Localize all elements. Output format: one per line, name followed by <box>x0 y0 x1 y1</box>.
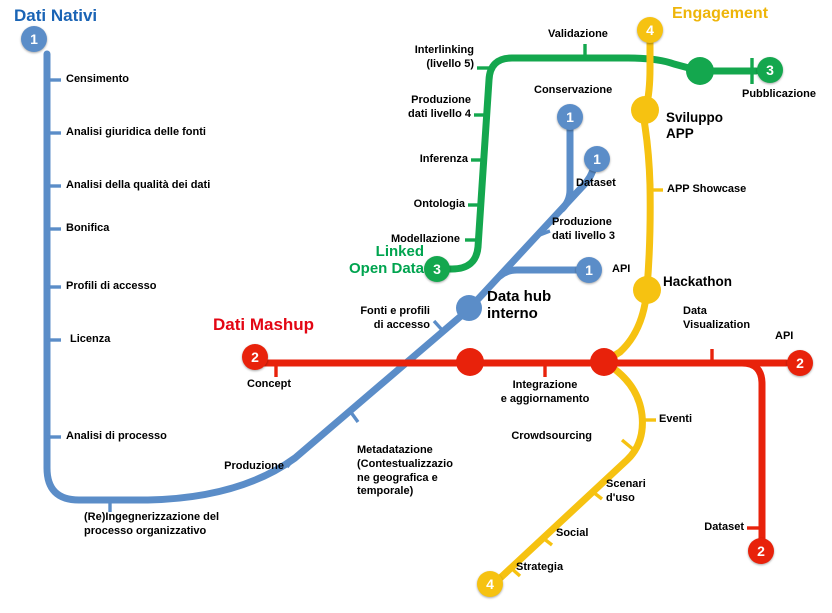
station-label-strategia: Strategia <box>516 561 564 573</box>
badge-dati-nativi-start: 1 <box>21 26 47 52</box>
station-label-analisi-di-processo: Analisi di processo <box>66 430 167 442</box>
node-mashup-engagement <box>590 348 618 376</box>
station-label-bonifica: Bonifica <box>66 222 110 234</box>
station-label-produzione-livello-4: Produzione dati livello 4 <box>408 94 471 120</box>
station-label-reingegnerizzazione: (Re)Ingegnerizzazione del processo organ… <box>84 511 220 537</box>
station-label-analisi-giuridica: Analisi giuridica delle fonti <box>66 126 206 138</box>
station-label-produzione: Produzione <box>224 460 284 472</box>
station-label-sviluppo-app: Sviluppo APP <box>666 110 723 141</box>
station-label-dataset-red: Dataset <box>704 521 744 533</box>
station-label-inferenza: Inferenza <box>419 153 468 165</box>
station-label-integrazione: Integrazione e aggiornamento <box>500 379 590 405</box>
station-label-analisi-qualita: Analisi della qualità dei dati <box>66 179 211 191</box>
badge-api-blue-terminus: 1 <box>576 257 602 283</box>
station-label-data-hub-interno: Data hub interno <box>487 288 552 322</box>
station-label-hackathon: Hackathon <box>663 274 733 289</box>
station-label-crowdsourcing: Crowdsourcing <box>511 430 592 442</box>
badge-api-red-terminus: 2 <box>787 350 813 376</box>
station-label-data-visualization: Data Visualization <box>683 305 751 331</box>
node-data-hub-interno <box>456 295 482 321</box>
station-label-licenza: Licenza <box>70 333 111 345</box>
line-linked-open-data-path <box>436 44 760 273</box>
station-label-app-showcase: APP Showcase <box>667 183 747 195</box>
station-label-api-red: API <box>775 330 794 342</box>
badge-strategia-terminus: 4 <box>477 571 503 597</box>
station-label-modellazione: Modellazione <box>390 233 460 245</box>
station-label-api-blue: API <box>612 263 631 275</box>
station-label-scenari-duso: Scenari d'uso <box>606 478 646 504</box>
station-label-ontologia: Ontologia <box>413 198 465 210</box>
line-title-engagement: Engagement <box>672 5 769 22</box>
line-dati-nativi-path <box>43 50 598 512</box>
node-sviluppo-app-yellow <box>631 96 659 124</box>
station-label-produzione-livello-3: Produzione dati livello 3 <box>552 216 615 242</box>
station-label-conservazione: Conservazione <box>534 84 613 96</box>
station-label-interlinking: Interlinking (livello 5) <box>414 44 474 70</box>
badge-pubblicazione-terminus: 3 <box>757 57 783 83</box>
line-title-dati-mashup: Dati Mashup <box>213 315 315 334</box>
node-hackathon <box>633 276 661 304</box>
node-sviluppo-app-green <box>686 57 714 85</box>
station-label-censimento: Censimento <box>66 73 129 85</box>
badge-conservazione-terminus: 1 <box>557 104 583 130</box>
badge-dataset-blue-terminus: 1 <box>584 146 610 172</box>
station-label-fonti-e-profili: Fonti e profili di accesso <box>360 305 430 331</box>
station-label-social: Social <box>556 527 589 539</box>
station-label-dataset-blue: Dataset <box>576 177 616 189</box>
badge-dataset-red-terminus: 2 <box>748 538 774 564</box>
station-label-eventi: Eventi <box>659 413 693 425</box>
line-dati-mashup-path <box>254 349 790 544</box>
station-label-concept: Concept <box>247 378 291 390</box>
line-title-dati-nativi: Dati Nativi <box>14 6 98 25</box>
station-label-validazione: Validazione <box>548 28 608 40</box>
node-mashup-datahub <box>456 348 484 376</box>
station-label-pubblicazione: Pubblicazione <box>742 88 816 100</box>
station-label-metadatazione: Metadatazione (Contestualizzazio ne geog… <box>357 444 453 498</box>
badge-engagement-start: 4 <box>637 17 663 43</box>
badge-dati-mashup-start: 2 <box>242 344 268 370</box>
station-label-profili-di-accesso: Profili di accesso <box>66 280 157 292</box>
badge-linked-open-data-start: 3 <box>424 256 450 282</box>
line-title-linked-open-data: Linked Open Data <box>348 243 424 278</box>
